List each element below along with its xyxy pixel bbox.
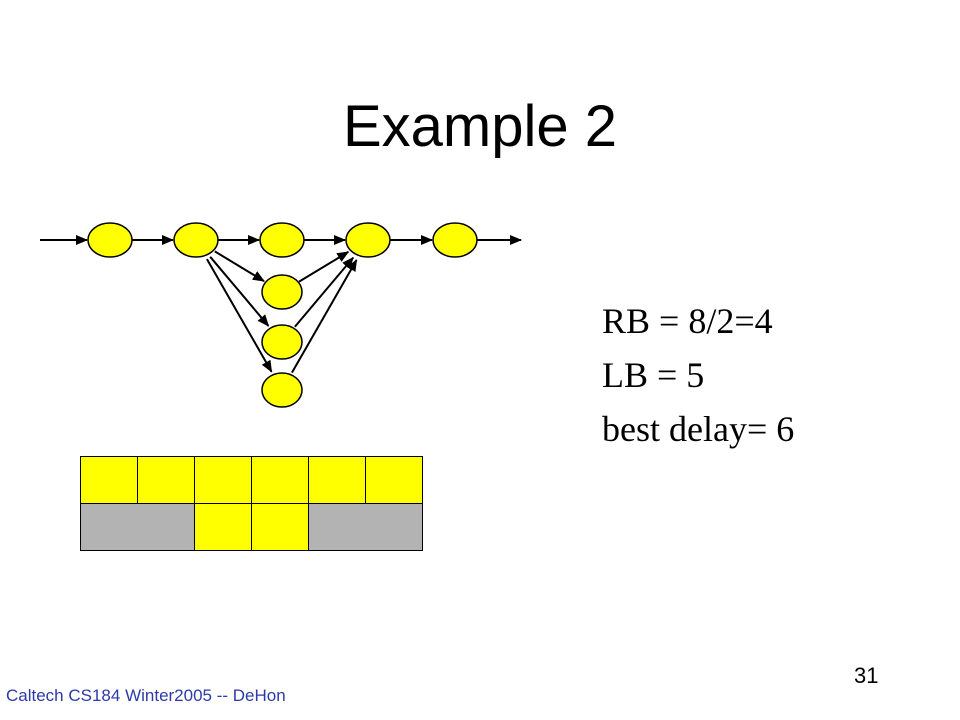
schedule-cell bbox=[308, 456, 366, 504]
schedule-grid bbox=[80, 456, 423, 551]
page-number: 31 bbox=[854, 663, 879, 688]
edge-n2-n8 bbox=[206, 258, 273, 373]
rb-bound-label: RB = 8/2=4 bbox=[602, 301, 773, 341]
edge-n6-n4 bbox=[298, 251, 350, 283]
graph-node-n4 bbox=[345, 222, 391, 258]
best-delay-label: best delay= 6 bbox=[602, 409, 795, 449]
schedule-cell bbox=[365, 456, 423, 504]
graph-node-n1 bbox=[87, 222, 133, 258]
lb-bound-label: LB = 5 bbox=[602, 355, 705, 395]
schedule-cell bbox=[80, 456, 138, 504]
graph-node-n6 bbox=[261, 274, 303, 310]
edge-n2-n7 bbox=[209, 256, 270, 327]
slide-footer: Caltech CS184 Winter2005 -- DeHon bbox=[6, 686, 286, 705]
edge-n2-n6 bbox=[214, 250, 265, 282]
graph-node-n7 bbox=[261, 324, 303, 360]
schedule-cell bbox=[137, 456, 195, 504]
schedule-cell bbox=[194, 456, 252, 504]
schedule-row bbox=[80, 503, 423, 551]
graph-node-n5 bbox=[432, 222, 478, 258]
slide-title: Example 2 bbox=[342, 94, 618, 159]
graph-nodes bbox=[87, 222, 478, 408]
edge-n7-n4 bbox=[294, 256, 354, 328]
graph-node-n2 bbox=[173, 222, 219, 258]
schedule-cell bbox=[80, 503, 195, 551]
edge-n8-n4 bbox=[291, 259, 358, 374]
schedule-cell bbox=[194, 503, 252, 551]
schedule-cell bbox=[308, 503, 423, 551]
schedule-cell bbox=[251, 456, 309, 504]
schedule-cell bbox=[251, 503, 309, 551]
graph-node-n3 bbox=[259, 222, 305, 258]
bounds-text: RB = 8/2=4 LB = 5 best delay= 6 bbox=[602, 294, 794, 456]
schedule-row bbox=[80, 456, 423, 504]
graph-node-n8 bbox=[261, 372, 303, 408]
graph-edges bbox=[40, 235, 522, 374]
